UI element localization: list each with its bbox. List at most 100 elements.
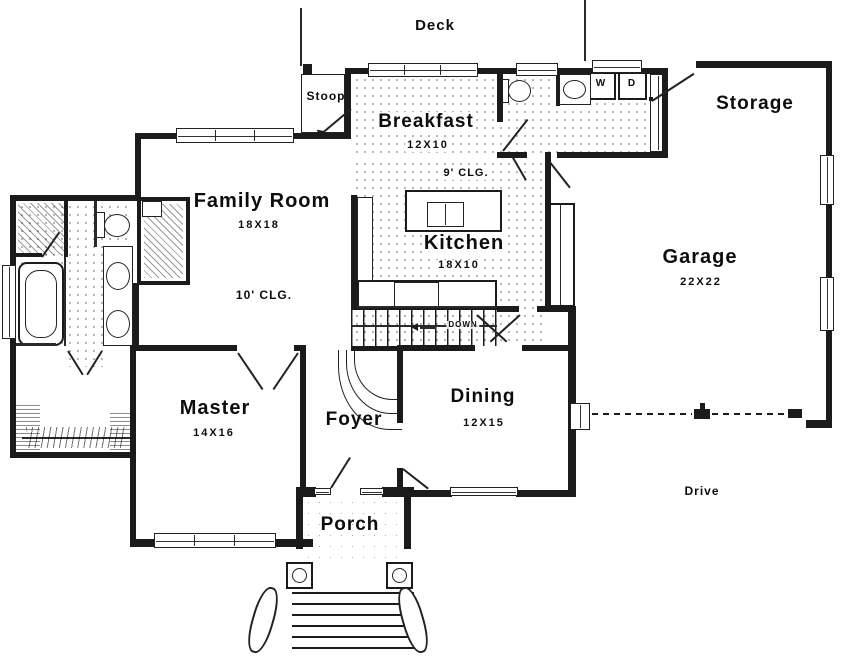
wall-segment — [557, 152, 668, 158]
wall-segment — [133, 345, 237, 351]
wall-segment — [64, 257, 66, 346]
wall-segment — [64, 201, 68, 257]
foyer-label: Foyer — [325, 409, 383, 430]
master-dims: 14X16 — [193, 427, 235, 439]
stairs-down-label: DOWN — [446, 320, 480, 330]
garage-dims: 22X22 — [680, 276, 722, 288]
master-toilet-icon — [104, 214, 130, 237]
wall-segment — [440, 65, 441, 75]
toilet-room-floor — [18, 203, 68, 255]
wall-segment — [351, 195, 357, 310]
wall-segment — [133, 283, 139, 345]
wall-segment — [397, 351, 403, 423]
window — [2, 265, 16, 339]
wall-segment — [696, 61, 832, 68]
wall-segment — [560, 205, 561, 305]
wall-segment — [135, 139, 141, 201]
sidelight — [314, 488, 331, 495]
wall-segment — [254, 130, 255, 141]
powder-sink-icon — [563, 80, 586, 99]
dryer-label: D — [627, 78, 637, 89]
wall-segment — [130, 345, 136, 547]
family-room-label: Family Room — [193, 190, 331, 212]
closet-hangers — [26, 427, 126, 448]
breakfast-dims: 12X10 — [405, 139, 451, 152]
storage-label: Storage — [716, 93, 794, 114]
down-arrow — [411, 323, 418, 331]
wall-segment — [16, 253, 42, 257]
wall-segment — [294, 345, 306, 351]
kitchen-west-counter — [357, 197, 373, 281]
window — [154, 533, 276, 548]
wall-segment — [194, 535, 195, 546]
down-arrow-shaft — [420, 327, 436, 329]
wall-segment — [662, 74, 668, 158]
shower-seat — [142, 201, 162, 217]
dryer-box — [618, 72, 647, 100]
stoop-label: Stoop — [306, 89, 346, 103]
window — [516, 63, 558, 76]
window — [368, 63, 478, 77]
wall-segment — [397, 345, 475, 351]
wall-segment — [296, 497, 303, 549]
wall-segment — [300, 351, 306, 491]
wall-segment — [414, 490, 452, 497]
wall-segment — [445, 204, 446, 225]
pantry-cabinet — [547, 203, 575, 307]
deck-rail — [584, 0, 586, 61]
garage-door-line — [712, 413, 786, 415]
door-swing-line — [272, 352, 299, 391]
dining-label: Dining — [450, 386, 516, 407]
wall-segment — [497, 152, 527, 158]
wall-segment — [351, 325, 497, 327]
family-room-dims: 18X18 — [238, 219, 280, 231]
sidelight — [360, 488, 384, 495]
door-swing-line — [330, 456, 351, 489]
wall-segment — [351, 346, 397, 351]
window — [820, 277, 834, 331]
wall-segment — [497, 306, 519, 312]
kitchen-label: Kitchen — [421, 232, 507, 254]
door-swing-line — [237, 352, 264, 391]
porch-floor — [303, 497, 404, 561]
wall-segment — [296, 487, 316, 497]
washer-label: W — [595, 78, 607, 89]
porch-column-center — [292, 568, 307, 583]
dining-dims: 12X15 — [463, 417, 505, 429]
wall-segment — [658, 76, 659, 150]
wall-segment — [94, 201, 97, 247]
wall-segment — [16, 343, 56, 346]
door-swing-line — [548, 160, 571, 189]
range-icon — [394, 282, 439, 308]
wall-segment — [545, 152, 551, 312]
wall-segment — [788, 409, 802, 418]
wall-segment — [522, 345, 576, 351]
vanity-sink-icon — [106, 310, 130, 338]
window — [592, 60, 642, 73]
porch-steps — [292, 592, 414, 650]
tub-basin — [25, 270, 57, 338]
wall-segment — [215, 130, 216, 141]
deck-post — [303, 64, 312, 75]
wall-segment — [700, 403, 705, 410]
kitchen-ceiling-label: 9' CLG. — [441, 167, 491, 180]
kitchen-dims: 18X10 — [436, 259, 482, 272]
deck-rail — [300, 8, 302, 66]
window — [570, 403, 590, 430]
wall-segment — [10, 195, 141, 201]
master-label: Master — [179, 397, 251, 419]
porch-column — [286, 562, 313, 589]
stoop-platform — [301, 74, 345, 133]
wall-segment — [806, 420, 832, 428]
wall-segment — [497, 74, 503, 122]
leader-dot — [649, 97, 653, 101]
wall-segment — [351, 306, 497, 308]
vanity-sink-icon — [106, 262, 130, 290]
deck-label: Deck — [415, 17, 455, 34]
wall-segment — [382, 487, 414, 497]
powder-toilet-icon — [508, 80, 531, 102]
wall-segment — [234, 535, 235, 546]
wall-segment — [556, 74, 560, 106]
wall-segment — [404, 65, 405, 75]
